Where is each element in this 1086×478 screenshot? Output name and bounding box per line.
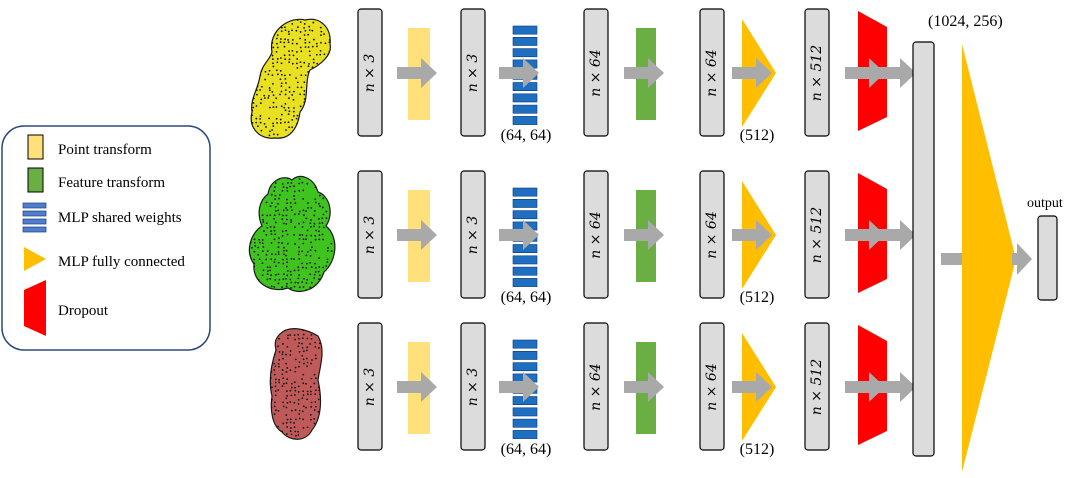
legend-frame bbox=[1, 125, 211, 351]
tensor-size-label: n × 512 bbox=[809, 359, 825, 415]
arrow bbox=[397, 58, 437, 88]
mlp-shared-caption: (64, 64) bbox=[501, 289, 552, 306]
tensor-box: n × 3 bbox=[357, 170, 383, 299]
legend-label-feature-transform: Feature transform bbox=[58, 175, 165, 191]
mlp-shared-caption: (64, 64) bbox=[501, 441, 552, 458]
arrow bbox=[397, 220, 437, 250]
point-transform-icon bbox=[27, 134, 44, 160]
tensor-size-label: n × 3 bbox=[362, 216, 378, 255]
point-cloud bbox=[248, 175, 336, 293]
tensor-box: n × 64 bbox=[699, 8, 725, 137]
tensor-size-label: n × 64 bbox=[588, 49, 604, 96]
mlp-fc-caption: (512) bbox=[740, 289, 775, 306]
arrow bbox=[732, 372, 772, 402]
tensor-box: n × 3 bbox=[460, 170, 486, 299]
tensor-box: n × 64 bbox=[699, 322, 725, 451]
tensor-box: n × 64 bbox=[699, 170, 725, 299]
tensor-size-label: n × 64 bbox=[704, 49, 720, 96]
merge-section: (1024, 256) output bbox=[912, 13, 1063, 472]
legend-label-mlp-shared: MLP shared weights bbox=[58, 210, 182, 226]
output-arrow bbox=[1012, 243, 1032, 275]
arrow bbox=[732, 220, 772, 250]
branch-3: n × 3 n × 3 n × 64 n × 64 n × 512 (64, 64) (51… bbox=[269, 322, 916, 458]
tensor-box: n × 3 bbox=[460, 322, 486, 451]
tensor-size-label: n × 64 bbox=[588, 211, 604, 258]
output-label: output bbox=[1027, 196, 1063, 211]
point-cloud bbox=[250, 18, 331, 139]
tensor-box: n × 512 bbox=[804, 170, 830, 299]
arrow bbox=[624, 58, 664, 88]
legend-label-point-transform: Point transform bbox=[58, 142, 152, 158]
arrow bbox=[397, 372, 437, 402]
tensor-size-label: n × 64 bbox=[588, 363, 604, 410]
tensor-box: n × 64 bbox=[583, 8, 609, 137]
tensor-box: n × 3 bbox=[357, 8, 383, 137]
tensor-box: n × 512 bbox=[804, 322, 830, 451]
tensor-size-label: n × 3 bbox=[362, 54, 378, 93]
tensor-size-label: n × 512 bbox=[809, 207, 825, 263]
point-cloud bbox=[269, 328, 323, 440]
tensor-box: n × 64 bbox=[583, 170, 609, 299]
final-mlp-fully-connected bbox=[962, 44, 1016, 472]
output-box bbox=[1037, 215, 1058, 301]
arrow bbox=[624, 220, 664, 250]
arrow-to-merge bbox=[876, 372, 916, 402]
arrow-to-merge bbox=[876, 58, 916, 88]
arrow bbox=[499, 58, 539, 88]
arrow bbox=[732, 58, 772, 88]
tensor-size-label: n × 3 bbox=[362, 368, 378, 407]
tensor-box: n × 3 bbox=[460, 8, 486, 137]
merge-arrow bbox=[941, 253, 963, 265]
tensor-size-label: n × 3 bbox=[465, 216, 481, 255]
merged-tensor-box bbox=[912, 41, 935, 457]
branches: n × 3 n × 3 n × 64 n × 64 n × 512 (64, 64) (51… bbox=[248, 8, 916, 458]
legend: Point transform Feature transform MLP sh… bbox=[1, 125, 211, 351]
branch-2: n × 3 n × 3 n × 64 n × 64 n × 512 (64, 64) (51… bbox=[248, 170, 916, 306]
mlp-fc-caption: (512) bbox=[740, 127, 775, 144]
arrow bbox=[499, 220, 539, 250]
arrow bbox=[499, 372, 539, 402]
dropout-icon bbox=[24, 280, 46, 336]
mlp-shared-caption: (64, 64) bbox=[501, 127, 552, 144]
tensor-size-label: n × 64 bbox=[704, 211, 720, 258]
tensor-box: n × 3 bbox=[357, 322, 383, 451]
mlp-shared-weights-icon bbox=[22, 202, 47, 233]
mlp-fc-caption: (512) bbox=[740, 441, 775, 458]
arrow-to-merge bbox=[876, 220, 916, 250]
mlp-fully-connected-icon bbox=[24, 247, 46, 271]
merge-caption: (1024, 256) bbox=[928, 13, 1003, 30]
feature-transform-icon bbox=[27, 167, 44, 193]
legend-label-dropout: Dropout bbox=[58, 303, 109, 319]
tensor-size-label: n × 512 bbox=[809, 45, 825, 101]
tensor-size-label: n × 3 bbox=[465, 368, 481, 407]
arrow bbox=[624, 372, 664, 402]
tensor-box: n × 512 bbox=[804, 8, 830, 137]
legend-label-mlp-fc: MLP fully connected bbox=[58, 254, 185, 270]
tensor-size-label: n × 64 bbox=[704, 363, 720, 410]
tensor-box: n × 64 bbox=[583, 322, 609, 451]
tensor-size-label: n × 3 bbox=[465, 54, 481, 93]
branch-1: n × 3 n × 3 n × 64 n × 64 n × 512 (64, 64) (51… bbox=[250, 8, 916, 144]
